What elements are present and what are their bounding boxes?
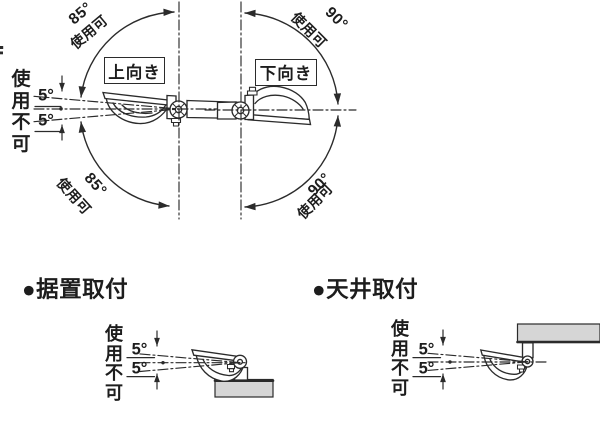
restricted-lower-degrees-top: 5°	[38, 111, 54, 130]
restricted-upper-degrees-floor: 5°	[131, 340, 148, 359]
orientation-label-downward: 下向き	[259, 65, 313, 83]
restricted-upper-degrees-ceiling: 5°	[418, 340, 435, 358]
downward-rotation-diagram	[204, 1, 357, 220]
restricted-upper-degrees-top: 5°	[38, 86, 54, 105]
restricted-range-label-floor: 使用不可	[105, 324, 123, 403]
ceiling-mount-heading: ●天井取付	[312, 277, 419, 302]
restricted-range-label-top: 使用不可	[11, 69, 31, 155]
floodlight-side-icon	[102, 91, 245, 127]
restricted-lower-degrees-floor: 5°	[131, 359, 148, 378]
orientation-box-upward: 上向き	[104, 57, 165, 84]
orientation-box-downward: 下向き	[255, 58, 317, 86]
ceiling-mount-diagram	[412, 323, 600, 390]
orientation-label-upward: 上向き	[108, 63, 161, 82]
cut-off-text-fragment	[0, 46, 4, 55]
ceiling-hung-floodlight-icon	[479, 323, 600, 381]
floor-mount-heading: ●据置取付	[22, 277, 129, 302]
floor-mount-diagram	[126, 330, 275, 398]
upward-rotation-diagram	[33, 1, 245, 220]
restricted-lower-degrees-ceiling: 5°	[418, 359, 435, 377]
floodlight-side-icon	[216, 85, 312, 126]
restricted-range-label-ceiling: 使用不可	[391, 319, 409, 398]
floodlight-on-pedestal-icon	[191, 348, 275, 398]
